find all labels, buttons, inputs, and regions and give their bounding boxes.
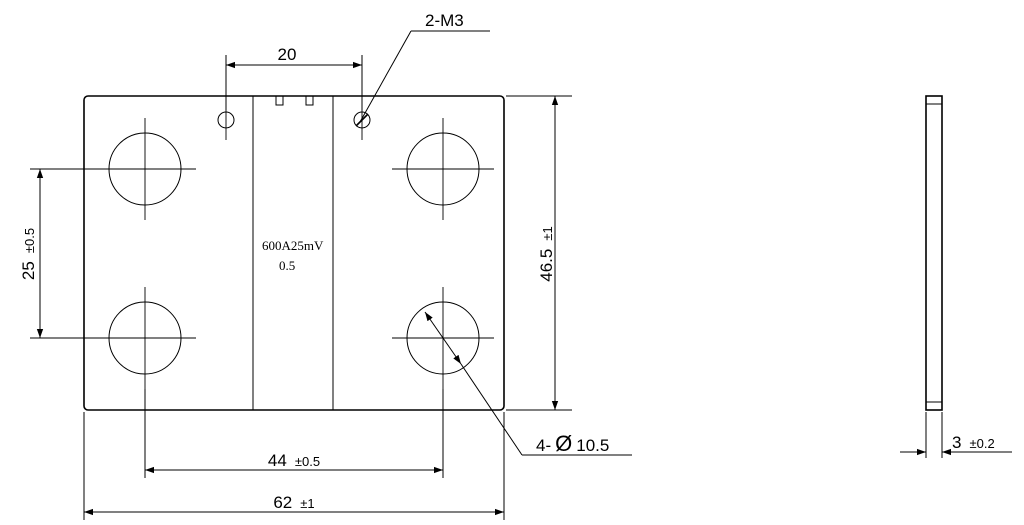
side-outline bbox=[925, 95, 943, 411]
marking-line-2: 0.5 bbox=[279, 258, 295, 273]
callout-holes-prefix: 4- bbox=[536, 436, 551, 455]
dimension-thickness-tol: ±0.2 bbox=[969, 436, 994, 451]
diameter-symbol-icon: Ø bbox=[555, 431, 572, 456]
dimension-top-spacing: 20 bbox=[225, 45, 363, 110]
dimension-hole-horizontal-tol: ±0.5 bbox=[295, 454, 320, 469]
dimension-hole-horizontal-value: 44 bbox=[268, 451, 287, 470]
dimension-height-value: 46.5 bbox=[537, 249, 556, 282]
callout-threads: 2-M3 bbox=[359, 11, 490, 123]
callout-holes: 4- Ø 10.5 bbox=[424, 311, 632, 456]
callout-holes-value: 10.5 bbox=[576, 436, 609, 455]
top-notch-right bbox=[305, 96, 314, 106]
plate-front-view: 600A25mV 0.5 bbox=[83, 95, 505, 411]
dimension-height-tol: ±1 bbox=[540, 226, 555, 240]
callout-threads-text: 2-M3 bbox=[425, 11, 464, 30]
dimension-hole-vertical: 25 ±0.5 bbox=[19, 168, 110, 339]
mounting-hole-top-right bbox=[392, 118, 494, 220]
dimension-hole-vertical-tol: ±0.5 bbox=[22, 228, 37, 253]
marking-line-1: 600A25mV bbox=[262, 238, 324, 253]
dimension-hole-horizontal-label: 44 ±0.5 bbox=[268, 451, 320, 470]
dimension-width: 62 ±1 bbox=[83, 412, 505, 520]
dimension-height: 46.5 ±1 bbox=[506, 95, 572, 411]
plate-side-view bbox=[925, 95, 943, 411]
dimension-hole-vertical-value: 25 bbox=[19, 261, 38, 280]
callout-holes-text: 4- Ø 10.5 bbox=[536, 431, 609, 456]
dimension-thickness-value: 3 bbox=[952, 433, 961, 452]
dimension-width-value: 62 bbox=[273, 493, 292, 512]
dimension-hole-vertical-label: 25 ±0.5 bbox=[19, 228, 38, 280]
dimension-top-spacing-value: 20 bbox=[278, 45, 297, 64]
dimension-height-label: 46.5 ±1 bbox=[537, 226, 556, 281]
dimension-thickness: 3 ±0.2 bbox=[900, 412, 1012, 458]
dimension-width-tol: ±1 bbox=[300, 496, 314, 511]
top-notch-left bbox=[275, 96, 284, 106]
dimension-width-label: 62 ±1 bbox=[273, 493, 314, 512]
dimension-hole-horizontal: 44 ±0.5 bbox=[144, 389, 444, 478]
dimension-thickness-label: 3 ±0.2 bbox=[952, 433, 995, 452]
plate-outline bbox=[83, 95, 505, 411]
